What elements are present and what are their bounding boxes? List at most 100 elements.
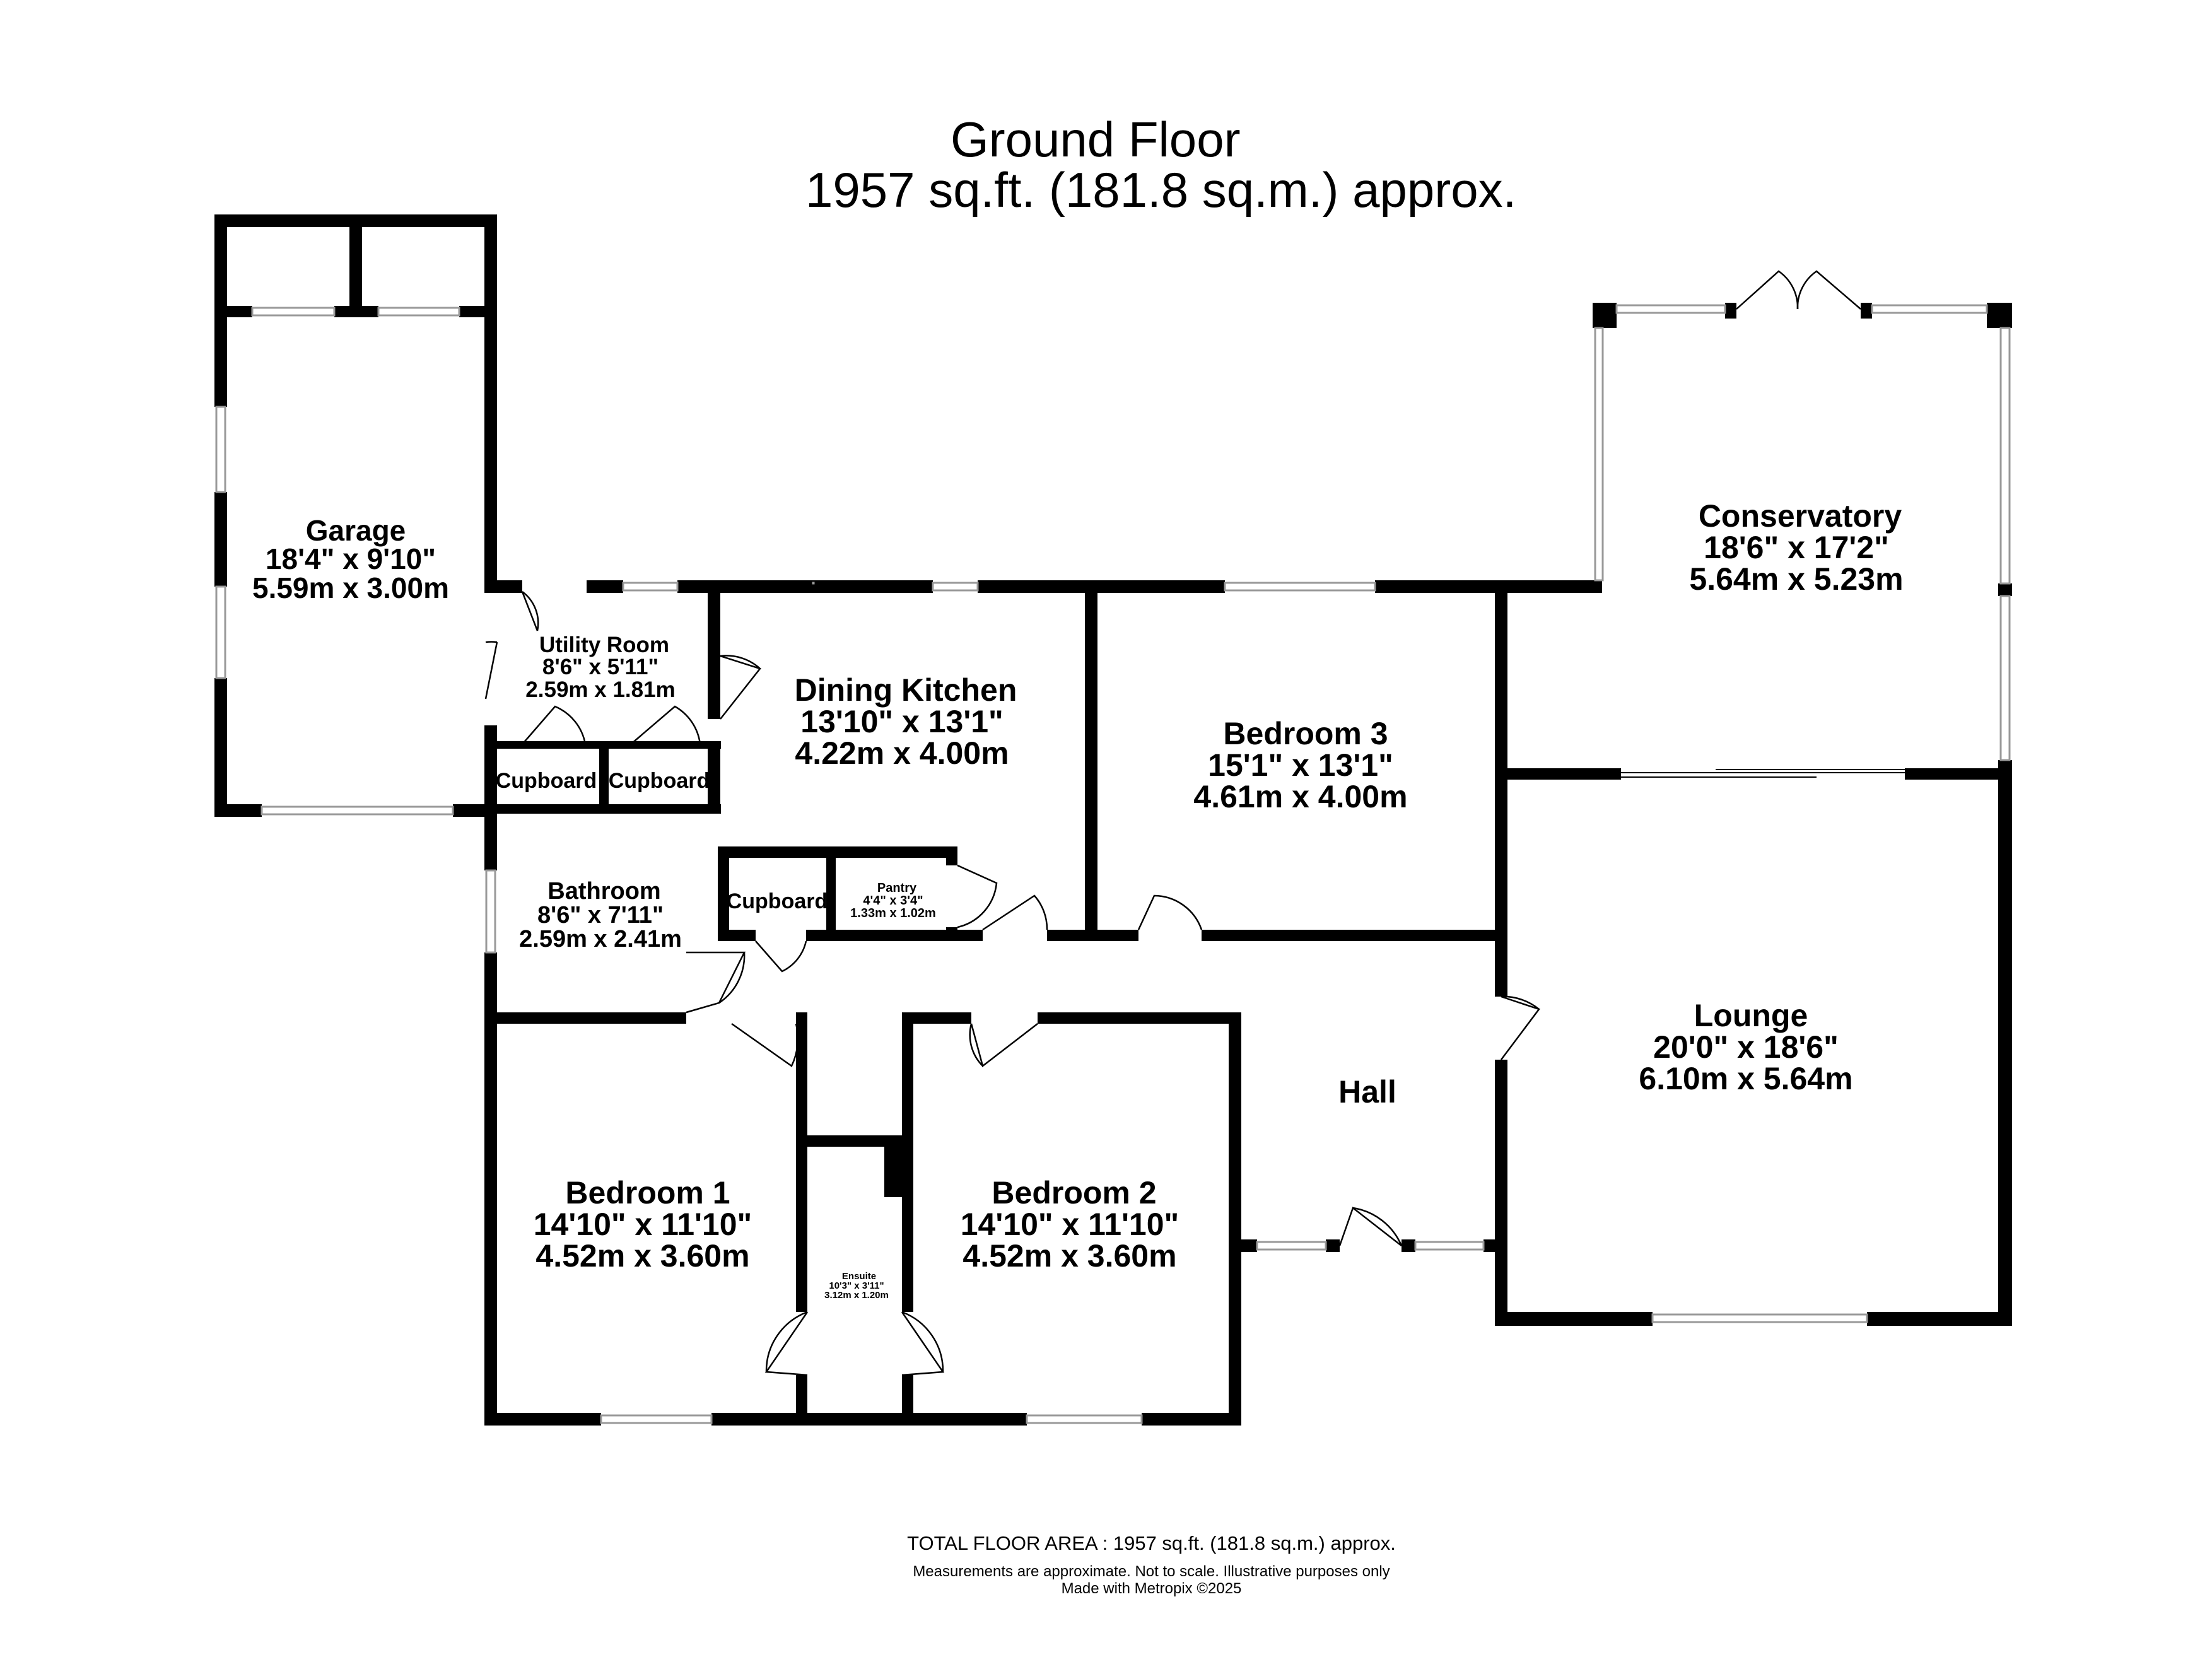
wall xyxy=(1402,1239,1415,1252)
window xyxy=(622,582,679,592)
window xyxy=(1615,304,1726,314)
wall xyxy=(796,1375,807,1426)
total-floor-area: TOTAL FLOOR AREA : 1957 sq.ft. (181.8 sq… xyxy=(907,1532,1396,1554)
wall xyxy=(806,930,983,941)
door-swing xyxy=(1338,1206,1403,1246)
window xyxy=(1594,327,1604,582)
room-dim-metric-lounge: 6.10m x 5.64m xyxy=(1639,1061,1852,1096)
room-name-utility-room: Utility Room xyxy=(539,633,669,657)
wall xyxy=(214,492,227,587)
door-swing xyxy=(731,1022,799,1067)
wall xyxy=(1867,1312,2012,1326)
wall xyxy=(978,580,1225,593)
credit: Made with Metropix ©2025 xyxy=(1061,1580,1242,1597)
room-dim-imperial-conservatory: 18'6" x 17'2" xyxy=(1704,530,1889,565)
wall xyxy=(1038,1012,1241,1024)
wall xyxy=(1998,760,2012,1326)
door-swing xyxy=(1137,894,1203,930)
window xyxy=(1256,1241,1327,1251)
window xyxy=(1224,582,1376,592)
wall xyxy=(902,1012,913,1312)
windows xyxy=(215,304,2011,1424)
room-name-conservatory: Conservatory xyxy=(1699,498,1902,534)
door-swing xyxy=(969,1023,1038,1068)
room-dim-metric-bedroom-2: 4.52m x 3.60m xyxy=(963,1238,1176,1273)
door-swing xyxy=(982,894,1048,931)
window xyxy=(1871,304,1988,314)
window xyxy=(1026,1414,1143,1424)
room-dim-metric-ensuite: 3.12m x 1.20m xyxy=(824,1290,889,1301)
room-dim-imperial-bedroom-3: 15'1" x 13'1" xyxy=(1208,747,1393,783)
wall xyxy=(1998,583,2012,596)
room-name-bedroom-2: Bedroom 2 xyxy=(992,1175,1156,1210)
room-dim-imperial-dining-kitchen: 13'10" x 13'1" xyxy=(800,704,1003,739)
wall xyxy=(718,846,957,858)
wall xyxy=(484,306,497,593)
room-name-garage: Garage xyxy=(306,514,406,547)
door-swing xyxy=(630,705,701,745)
door-swing xyxy=(484,641,498,700)
room-name-ensuite: Ensuite xyxy=(842,1271,876,1282)
room-labels: Garage 18'4" x 9'10" 5.59m x 3.00m Utili… xyxy=(252,498,1904,1301)
wall xyxy=(484,807,497,870)
doors xyxy=(484,270,1861,1376)
wall xyxy=(902,1012,971,1024)
wall xyxy=(349,214,362,309)
window xyxy=(215,585,226,679)
room-dim-imperial-bedroom-2: 14'10" x 11'10" xyxy=(961,1207,1179,1242)
room-dim-imperial-ensuite: 10'3" x 3'11" xyxy=(829,1280,884,1291)
room-name-pantry: Pantry xyxy=(877,881,917,895)
room-dim-metric-conservatory: 5.64m x 5.23m xyxy=(1689,561,1903,597)
wall xyxy=(484,580,522,593)
wall xyxy=(1861,303,1872,319)
floor-area: 1957 sq.ft. (181.8 sq.m.) approx. xyxy=(805,162,1517,218)
wall xyxy=(708,593,720,719)
wall xyxy=(1905,768,2012,780)
window xyxy=(377,307,460,317)
room-name-hall: Hall xyxy=(1338,1074,1396,1110)
wall xyxy=(214,214,227,309)
room-name-cupboard: Cupboard xyxy=(609,769,710,793)
room-dim-imperial-garage: 18'4" x 9'10" xyxy=(266,542,436,575)
window xyxy=(485,869,496,954)
wall xyxy=(718,930,756,941)
wall xyxy=(946,846,957,865)
door-swing xyxy=(686,951,746,1014)
wall xyxy=(1495,592,1507,940)
wall xyxy=(484,952,497,1022)
window xyxy=(1999,327,2011,585)
wall xyxy=(1495,1312,1653,1326)
room-dim-imperial-bathroom: 8'6" x 7'11" xyxy=(537,902,664,928)
wall xyxy=(711,1413,1027,1426)
wall xyxy=(214,804,262,817)
wall xyxy=(1229,1012,1241,1426)
room-name-bedroom-1: Bedroom 1 xyxy=(565,1175,730,1210)
room-dim-metric-utility-room: 2.59m x 1.81m xyxy=(525,677,675,702)
wall xyxy=(484,725,497,814)
wall xyxy=(587,580,623,593)
room-dim-imperial-pantry: 4'4" x 3'4" xyxy=(863,894,923,908)
door-swing xyxy=(1501,995,1541,1060)
door-swing xyxy=(957,864,998,928)
room-name-dining-kitchen: Dining Kitchen xyxy=(795,672,1017,708)
wall xyxy=(902,1375,913,1426)
wall xyxy=(1725,303,1736,319)
wall xyxy=(1593,303,1617,328)
wall xyxy=(826,846,836,941)
window xyxy=(1414,1241,1485,1251)
wall xyxy=(1142,1413,1241,1426)
door-swing xyxy=(901,1311,945,1376)
wall xyxy=(484,1016,497,1426)
wall xyxy=(813,580,933,593)
room-dim-metric-bathroom: 2.59m x 2.41m xyxy=(519,926,682,952)
window xyxy=(932,582,979,592)
window xyxy=(260,805,454,816)
wall xyxy=(484,214,497,309)
door-swing xyxy=(755,940,807,973)
wall xyxy=(484,1012,686,1024)
room-dim-metric-dining-kitchen: 4.22m x 4.00m xyxy=(795,735,1009,771)
room-dim-metric-pantry: 1.33m x 1.02m xyxy=(850,906,936,920)
room-name-cupboard: Cupboard xyxy=(496,769,597,793)
wall xyxy=(1202,930,1507,941)
wall xyxy=(214,306,227,407)
